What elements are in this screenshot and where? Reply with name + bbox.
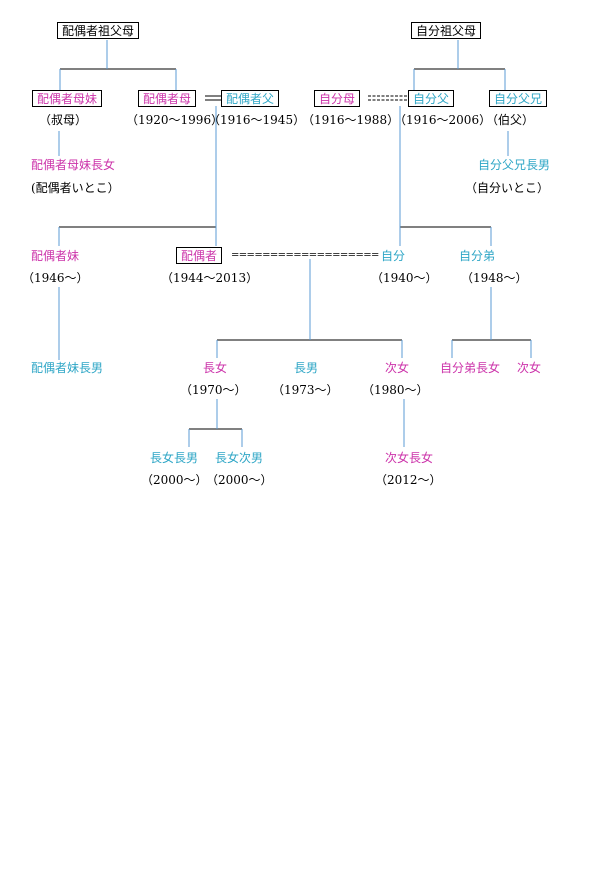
self-father-years: （1916～2006） xyxy=(394,113,492,127)
spouse-cousin-label: 配偶者母妹長女 xyxy=(31,158,116,172)
spouse-grandparents-box: 配偶者祖父母 xyxy=(57,22,140,39)
granddaughter-years: （2012～） xyxy=(375,473,442,487)
self-father-box: 自分父 xyxy=(408,90,455,107)
self-brother-years: （1948～） xyxy=(461,271,528,285)
spouse-mother-years: （1920～1996） xyxy=(126,113,224,127)
self-cousin-label: 自分父兄長男 xyxy=(478,158,551,172)
spouse-box: 配偶者 xyxy=(176,247,223,264)
spouse-mother-sister-box: 配偶者母妹 xyxy=(32,90,103,107)
spouse-sister-label: 配偶者妹 xyxy=(31,249,80,263)
granddaughter-label: 次女長女 xyxy=(385,451,434,465)
grandson2-label: 長女次男 xyxy=(215,451,264,465)
marriage-line: =================== xyxy=(231,250,379,261)
self-father-brother-box: 自分父兄 xyxy=(489,90,548,107)
blue-connectors xyxy=(58,40,532,447)
self-cousin-note: （自分いとこ） xyxy=(465,181,550,195)
self-brother-label: 自分弟 xyxy=(459,249,496,263)
grandson1-label: 長女長男 xyxy=(150,451,199,465)
self-mother-box: 自分母 xyxy=(314,90,361,107)
marriage-marks xyxy=(205,95,408,101)
self-mother-years: （1916～1988） xyxy=(302,113,400,127)
spouse-sister-years: （1946～） xyxy=(22,271,89,285)
brother-daughter1-label: 自分弟長女 xyxy=(440,361,501,375)
self-grandparents-box: 自分祖父母 xyxy=(411,22,482,39)
grandson2-years: （2000～） xyxy=(206,473,273,487)
grandson1-years: （2000～） xyxy=(141,473,208,487)
spouse-mother-sister-note: （叔母） xyxy=(39,113,88,127)
eldest-son-label: 長男 xyxy=(294,361,319,375)
eldest-daughter-years: （1970～） xyxy=(180,383,247,397)
eldest-son-years: （1973～） xyxy=(272,383,339,397)
spouse-sister-son-label: 配偶者妹長男 xyxy=(31,361,104,375)
spouse-years: （1944～2013） xyxy=(161,271,259,285)
spouse-father-years: （1916～1945） xyxy=(208,113,306,127)
second-daughter-years: （1980～） xyxy=(362,383,429,397)
self-years: （1940～） xyxy=(371,271,438,285)
self-label: 自分 xyxy=(381,249,406,263)
eldest-daughter-label: 長女 xyxy=(203,361,228,375)
second-daughter-label: 次女 xyxy=(385,361,410,375)
spouse-mother-box: 配偶者母 xyxy=(138,90,197,107)
spouse-father-box: 配偶者父 xyxy=(221,90,280,107)
spouse-cousin-note: (配偶者いとこ） xyxy=(31,181,120,195)
brother-daughter2-label: 次女 xyxy=(517,361,542,375)
self-father-brother-note: （伯父） xyxy=(486,113,535,127)
